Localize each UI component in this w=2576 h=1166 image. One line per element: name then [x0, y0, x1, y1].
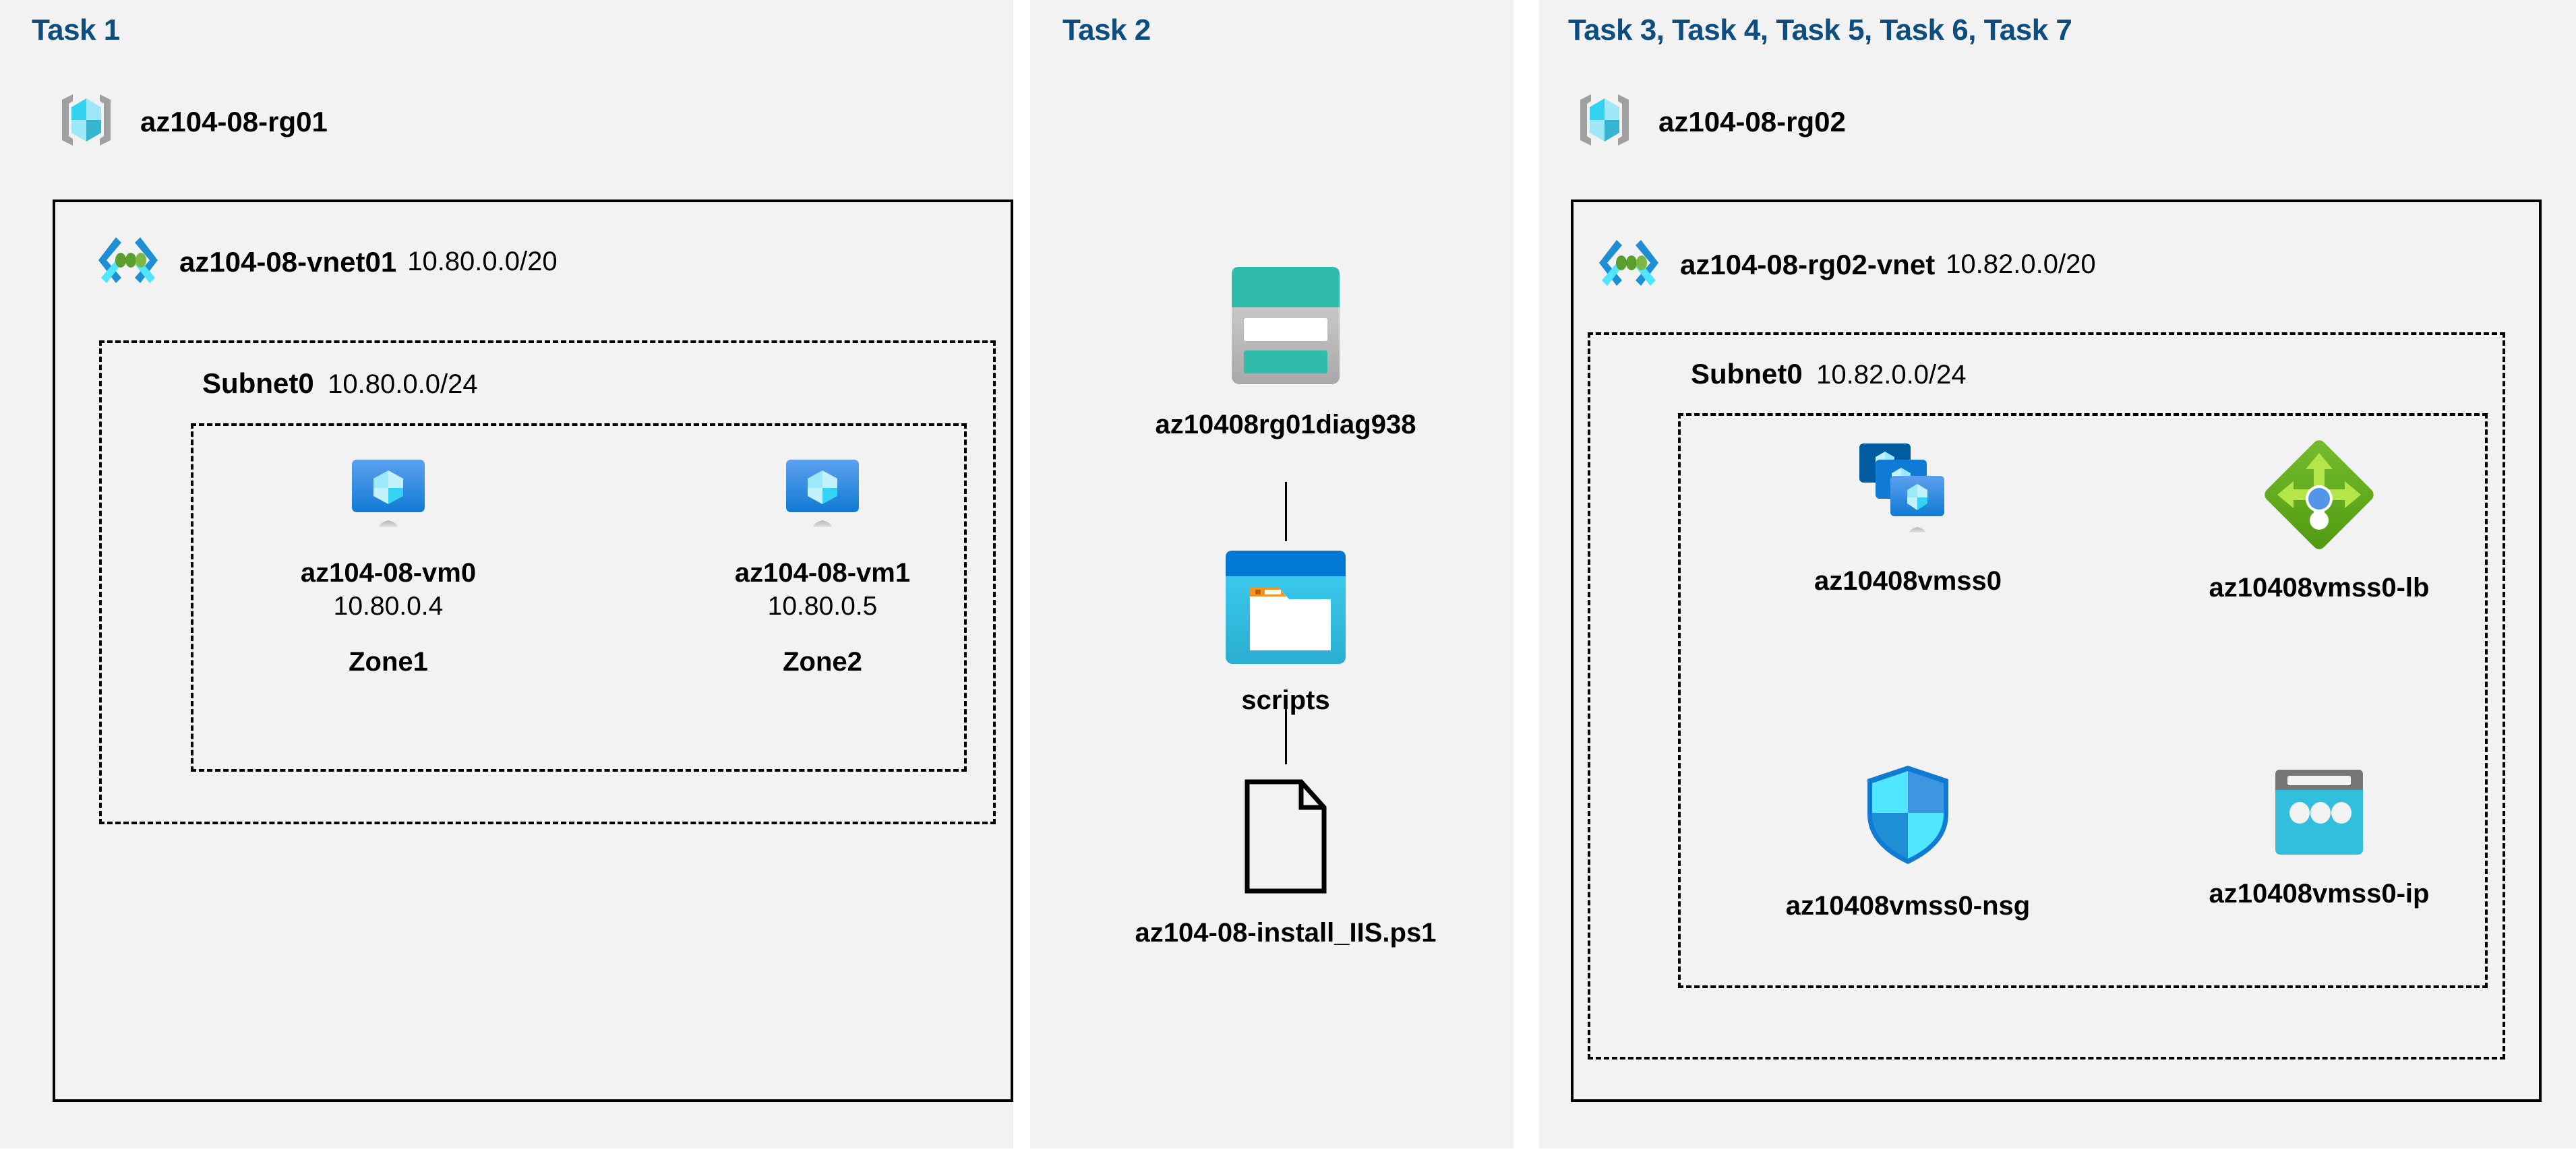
vm-zone: Zone2 [783, 647, 862, 677]
storage-account-node[interactable]: az10408rg01diag938 [1144, 263, 1427, 441]
nsg-node[interactable]: az10408vmss0-nsg [1766, 762, 2049, 922]
load-balancer-name: az10408vmss0-lb [2209, 573, 2430, 603]
vnet-header-az104-08-vnet01: az104-08-vnet01 10.80.0.0/20 [96, 233, 558, 290]
connector-container-to-script [1285, 705, 1287, 764]
public-ip-address-icon [2269, 767, 2370, 861]
resource-group-icon [53, 86, 120, 157]
task2-label: Task 2 [1062, 13, 1151, 47]
vnet-header-az104-08-rg02-vnet: az104-08-rg02-vnet 10.82.0.0/20 [1596, 236, 2096, 293]
vm-ip: 10.80.0.5 [767, 592, 878, 621]
subnet-cidr: 10.80.0.0/24 [328, 369, 478, 399]
task3to7-label: Task 3, Task 4, Task 5, Task 6, Task 7 [1568, 13, 2072, 47]
resource-group-az104-08-rg01: az104-08-rg01 [53, 86, 328, 157]
subnet-header-task1: Subnet0 10.80.0.0/24 [202, 367, 478, 400]
resource-group-name: az104-08-rg02 [1658, 105, 1846, 137]
subnet-cidr: 10.82.0.0/24 [1816, 360, 1967, 390]
load-balancer-node[interactable]: az10408vmss0-lb [2178, 438, 2461, 604]
virtual-machine-icon [781, 453, 864, 540]
public-ip-name: az10408vmss0-ip [2209, 879, 2430, 909]
script-file-node[interactable]: az104-08-install_IIS.ps1 [1135, 775, 1436, 949]
vnet-cidr: 10.82.0.0/20 [1946, 249, 2096, 279]
vnet-cidr: 10.80.0.0/20 [407, 247, 558, 276]
storage-account-name: az10408rg01diag938 [1155, 410, 1416, 439]
availability-zone-box-task1 [191, 423, 967, 772]
script-file-name: az104-08-install_IIS.ps1 [1135, 918, 1437, 948]
virtual-network-icon [1596, 236, 1661, 293]
virtual-machine-icon [347, 453, 430, 540]
resource-group-inner-box-task3to7 [1678, 413, 2488, 988]
storage-account-icon [1221, 263, 1350, 392]
resource-group-az104-08-rg02: az104-08-rg02 [1571, 86, 1846, 157]
virtual-network-icon [96, 233, 160, 290]
vm-ip: 10.80.0.4 [333, 592, 444, 621]
vnet-name: az104-08-vnet01 [179, 245, 397, 278]
subnet-name: Subnet0 [202, 367, 314, 399]
connector-storage-to-container [1285, 482, 1287, 541]
script-file-icon [1236, 775, 1335, 900]
vnet-name: az104-08-rg02-vnet [1680, 248, 1936, 280]
nsg-name: az10408vmss0-nsg [1785, 891, 2031, 921]
blob-container-node[interactable]: scripts [1144, 548, 1427, 716]
public-ip-node[interactable]: az10408vmss0-ip [2178, 767, 2461, 910]
resource-group-icon [1571, 86, 1638, 157]
vm-node-az104-08-vm1[interactable]: az104-08-vm1 10.80.0.5 Zone2 [681, 453, 964, 677]
task3to7-panel [1539, 0, 2576, 1148]
vnet-box-az104-08-vnet01 [53, 200, 1013, 1102]
vm-name: az104-08-vm0 [300, 558, 477, 588]
resource-group-name: az104-08-rg01 [140, 105, 328, 137]
load-balancer-icon [2263, 438, 2376, 555]
subnet-box-task1 [99, 340, 996, 824]
vm-name: az104-08-vm1 [734, 558, 911, 588]
vm-node-az104-08-vm0[interactable]: az104-08-vm0 10.80.0.4 Zone1 [247, 453, 530, 677]
vm-zone: Zone1 [349, 647, 428, 677]
task1-panel [0, 0, 1013, 1148]
subnet-header-task3to7: Subnet0 10.82.0.0/24 [1691, 358, 1967, 390]
vnet-box-az104-08-rg02-vnet [1571, 200, 2542, 1102]
vmss-node[interactable]: az10408vmss0 [1766, 438, 2049, 597]
task1-label: Task 1 [32, 13, 120, 47]
subnet-box-task3to7 [1588, 332, 2505, 1060]
blob-container-icon [1224, 548, 1347, 667]
vm-scale-set-icon [1851, 438, 1965, 548]
vmss-name: az10408vmss0 [1814, 566, 2002, 596]
subnet-name: Subnet0 [1691, 358, 1803, 390]
network-security-group-icon [1861, 762, 1955, 873]
